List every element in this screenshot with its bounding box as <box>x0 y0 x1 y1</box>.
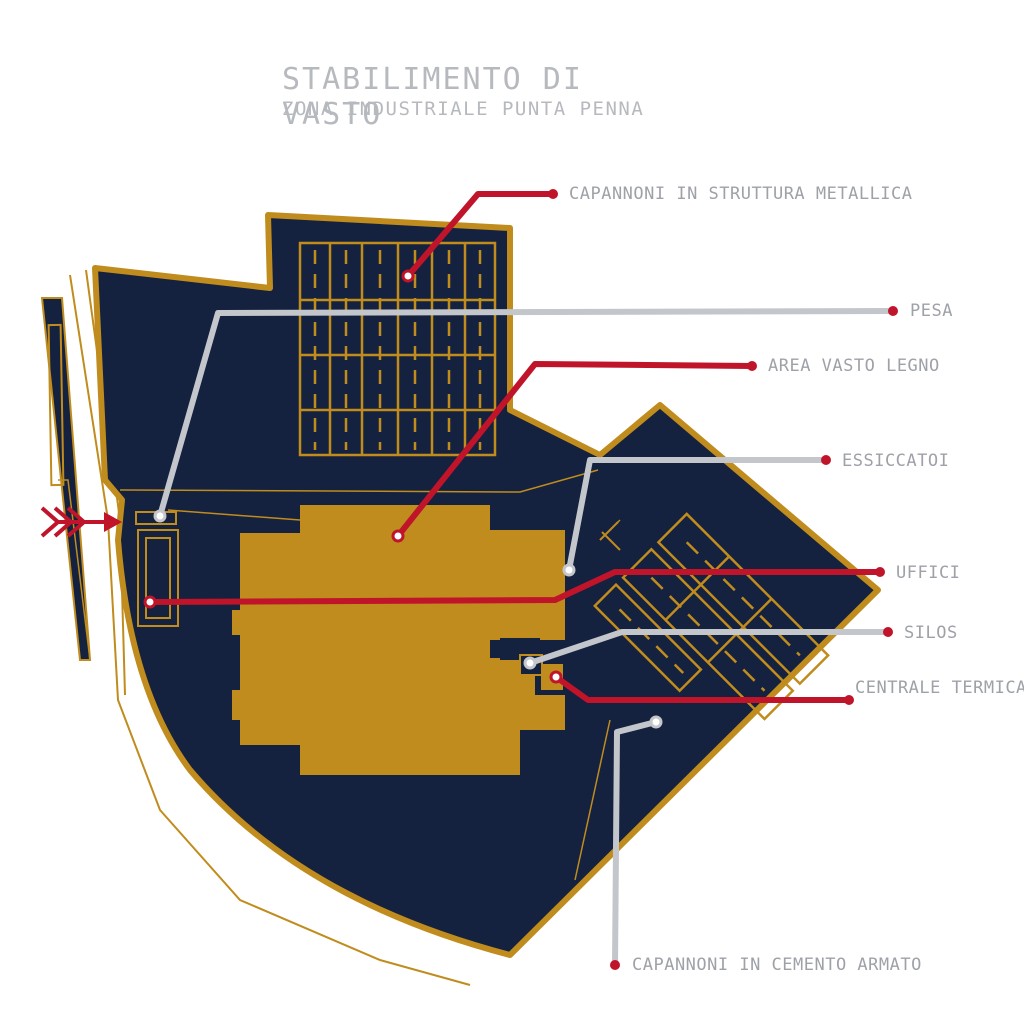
concrete-sheds <box>593 512 830 721</box>
label-area-vasto-legno: AREA VASTO LEGNO <box>768 356 940 376</box>
label-capannoni-cemento: CAPANNONI IN CEMENTO ARMATO <box>632 955 922 975</box>
area-vasto-legno-building <box>232 505 565 775</box>
label-centrale-line2: TERMICA <box>951 678 1024 698</box>
leader-centrale-termica <box>554 674 849 703</box>
label-centrale-line1: CENTRALE <box>855 678 941 698</box>
page-subtitle: ZONA INDUSTRIALE PUNTA PENNA <box>282 98 645 120</box>
leader-capannoni-cemento <box>612 719 657 966</box>
leader-essiccatoi <box>566 457 826 571</box>
label-capannoni-metallica: CAPANNONI IN STRUTTURA METALLICA <box>569 184 913 204</box>
leader-silos <box>529 629 888 666</box>
essiccatoi-shape <box>599 521 621 551</box>
label-uffici: UFFICI <box>896 563 961 583</box>
page-title: STABILIMENTO DI VASTO <box>282 62 583 132</box>
metal-sheds <box>298 241 497 457</box>
entrance-arrow-icon <box>40 506 122 538</box>
label-pesa: PESA <box>910 301 953 321</box>
leader-uffici <box>149 569 880 605</box>
leader-pesa <box>157 308 894 517</box>
label-centrale-termica: CENTRALE TERMICA <box>855 677 1024 699</box>
label-silos: SILOS <box>904 623 958 643</box>
leader-dots <box>143 189 898 970</box>
leader-area-vasto-legno <box>395 361 753 538</box>
leader-capannoni-metallica <box>405 191 553 278</box>
label-essiccatoi: ESSICCATOI <box>842 451 950 471</box>
